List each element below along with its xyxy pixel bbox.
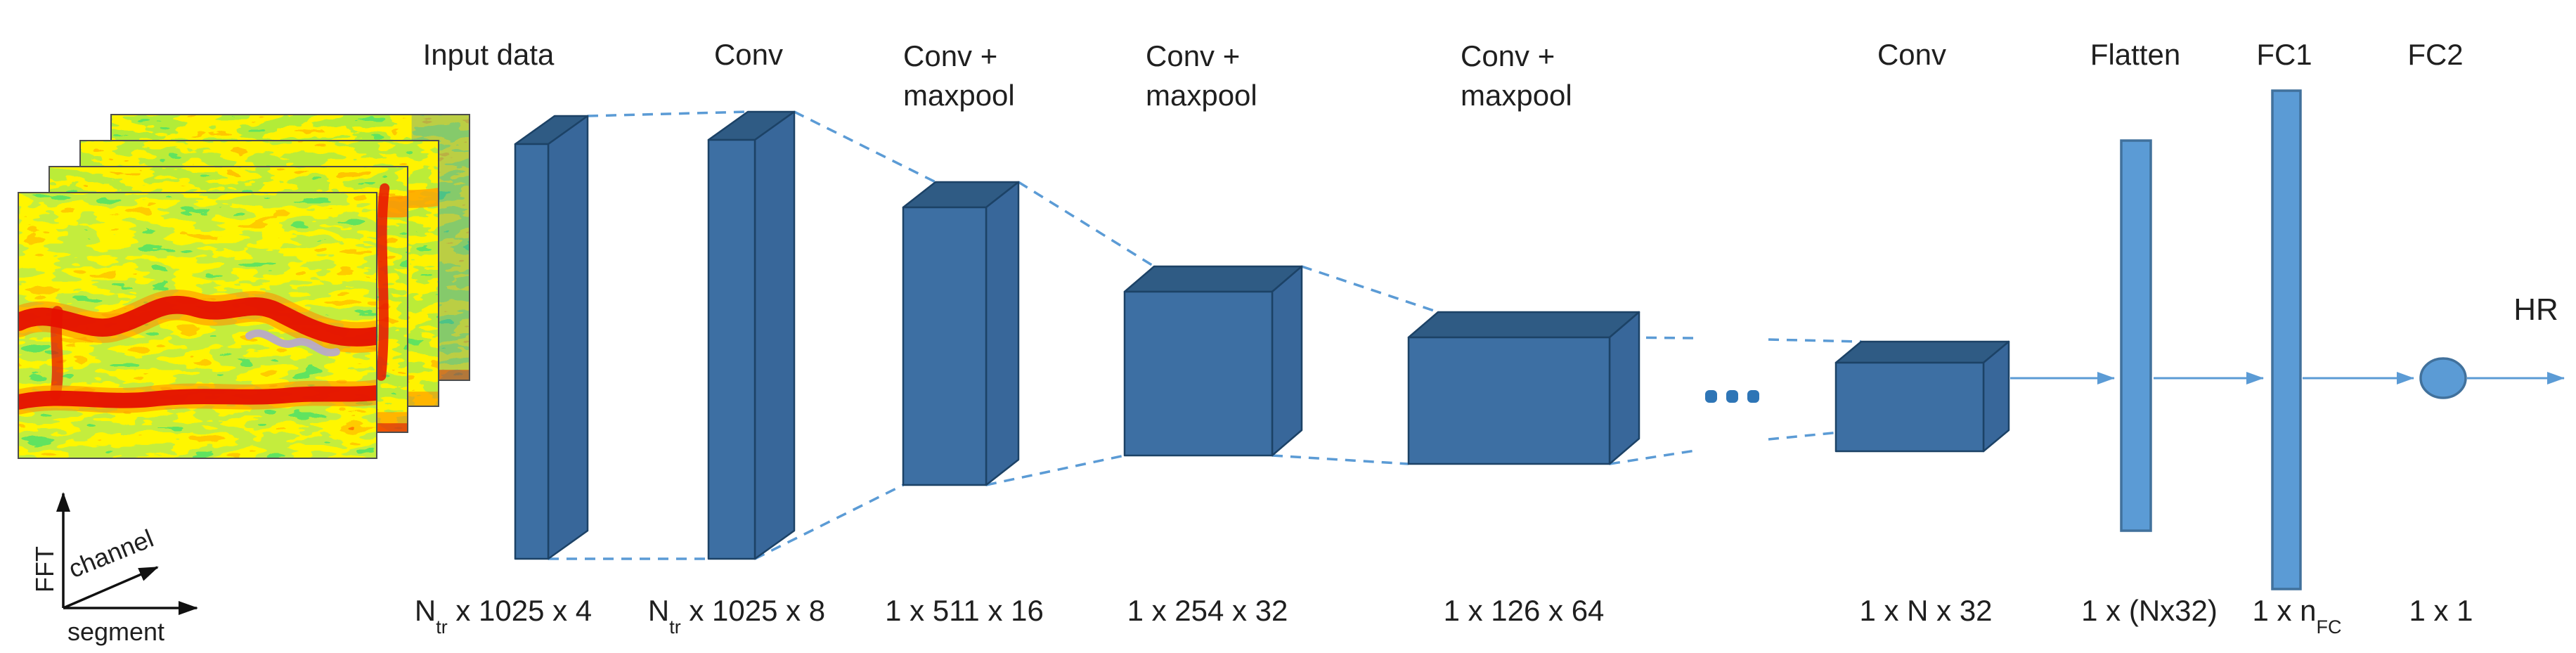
dimension-caption-fc2: 1 x 1 bbox=[2409, 594, 2473, 627]
dashed-line-dots-conv2-top bbox=[1768, 338, 1862, 343]
fc2-neuron bbox=[2419, 357, 2467, 399]
axis-label-fft: FFT bbox=[30, 546, 59, 593]
layer-label-fc2: FC2 bbox=[2407, 35, 2463, 75]
layer-label-conv-maxpool2: Conv + maxpool bbox=[1146, 37, 1257, 115]
dimension-caption-fc1: 1 x nFC bbox=[2252, 594, 2342, 638]
layer-label-flatten: Flatten bbox=[2090, 35, 2180, 75]
box-input-data bbox=[514, 115, 589, 560]
fc1-bar bbox=[2271, 89, 2302, 590]
flatten-bar bbox=[2120, 139, 2152, 532]
spectrogram-image-1 bbox=[18, 192, 377, 459]
layer-label-conv-maxpool1: Conv + maxpool bbox=[903, 37, 1015, 115]
layer-label-text: FC2 bbox=[2407, 38, 2464, 71]
box-conv1 bbox=[707, 110, 796, 560]
layer-label-text: Flatten bbox=[2090, 38, 2181, 71]
dimension-caption-pool2: 1 x 254 x 32 bbox=[1127, 594, 1288, 627]
dashed-line-pool3-dots-top bbox=[1609, 336, 1696, 340]
layer-label-text: Conv + bbox=[1146, 39, 1241, 72]
box-conv2 bbox=[1834, 340, 2010, 453]
box-conv-maxpool1 bbox=[902, 181, 1020, 486]
box-conv-maxpool2 bbox=[1123, 265, 1303, 457]
layer-label-text: FC1 bbox=[2256, 38, 2312, 71]
dashed-line-pool2-pool3-top bbox=[1301, 265, 1439, 313]
layer-label-text: maxpool bbox=[903, 79, 1015, 112]
dimension-caption-pool1: 1 x 511 x 16 bbox=[885, 594, 1044, 627]
dashed-line-pool1-pool2-bottom bbox=[985, 454, 1125, 486]
axis-label-segment: segment bbox=[67, 617, 165, 646]
dashed-line-conv-pool1-top bbox=[794, 110, 936, 183]
ellipsis-dot bbox=[1705, 390, 1717, 403]
layer-label-text: Conv bbox=[713, 38, 784, 71]
layer-label-fc1: FC1 bbox=[2256, 35, 2312, 75]
dimension-caption-pool3: 1 x 126 x 64 bbox=[1443, 594, 1605, 627]
axis-arrow-channel-icon bbox=[63, 566, 159, 609]
layer-label-text: maxpool bbox=[1146, 79, 1257, 112]
dashed-line-conv-pool1-bottom bbox=[754, 484, 904, 560]
ellipsis-dot bbox=[1726, 390, 1738, 403]
dimension-caption-input: Ntr x 1025 x 4 bbox=[414, 594, 593, 638]
layer-label-conv-maxpool3: Conv + maxpool bbox=[1461, 37, 1572, 115]
layer-label-conv1: Conv bbox=[714, 35, 783, 75]
layer-label-input: Input data bbox=[423, 35, 555, 75]
dashed-line-pool2-pool3-bottom bbox=[1271, 454, 1409, 465]
layer-label-text: Conv + bbox=[903, 39, 998, 72]
dashed-line-pool3-dots-bottom bbox=[1609, 449, 1696, 465]
dimension-caption-flatten: 1 x (Nx32) bbox=[2081, 594, 2218, 627]
spectrogram-heatmap bbox=[19, 193, 376, 458]
dashed-connectors bbox=[548, 110, 1862, 560]
layer-label-text: Input data bbox=[422, 38, 555, 71]
dashed-line-pool1-pool2-top bbox=[1018, 181, 1155, 268]
dimension-caption-conv1: Ntr x 1025 x 8 bbox=[647, 594, 826, 638]
layer-label-conv2: Conv bbox=[1877, 35, 1946, 75]
layer-label-text: maxpool bbox=[1461, 79, 1572, 112]
dashed-line-input-conv-top bbox=[587, 110, 749, 117]
ellipsis-dot bbox=[1747, 390, 1759, 403]
axis-triad bbox=[56, 492, 198, 615]
layer-boxes bbox=[514, 110, 2010, 560]
box-conv-maxpool3 bbox=[1407, 311, 1640, 465]
output-label-hr: HR bbox=[2513, 292, 2558, 327]
layer-label-text: Conv + bbox=[1461, 39, 1555, 72]
ellipsis-dots-icon bbox=[1705, 390, 1759, 403]
layer-label-text: Conv bbox=[1877, 38, 1947, 71]
dimension-caption-conv2: 1 x N x 32 bbox=[1859, 594, 1993, 627]
